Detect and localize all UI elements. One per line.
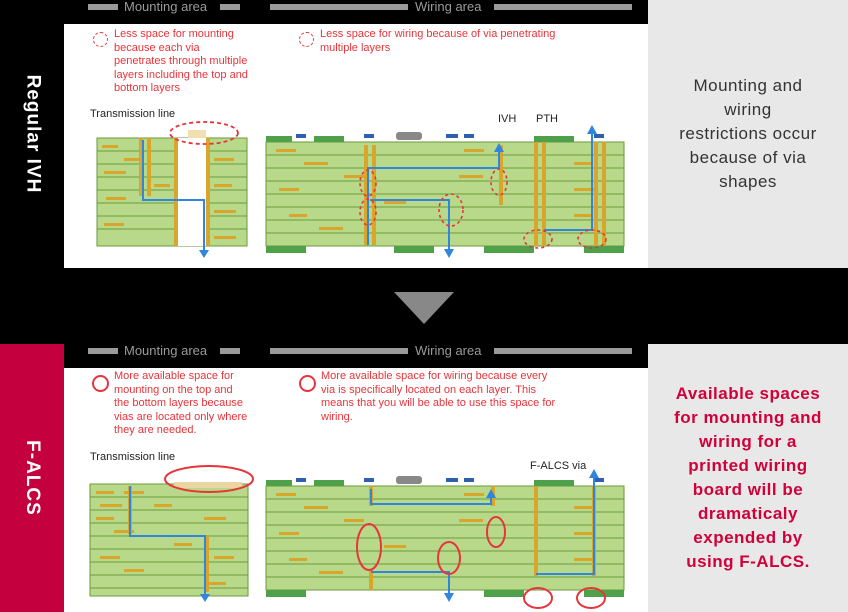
wiring-area-header: Wiring area (415, 0, 482, 14)
ivh-label: IVH (498, 113, 517, 125)
mounting-board (96, 121, 248, 258)
mounting-note: More available space for mounting on the… (114, 370, 248, 436)
header-bar (494, 4, 632, 10)
section-label-regular-ivh: Regular IVH (0, 0, 64, 268)
area-header: Mounting area Wiring area (64, 0, 648, 24)
f-alcs-cross-section (89, 465, 625, 609)
section-label-f-alcs: F-ALCS (0, 344, 64, 612)
header-bar (88, 4, 118, 10)
header-bar (88, 348, 118, 354)
wiring-area-header: Wiring area (415, 343, 482, 358)
area-header: Mounting area Wiring area (64, 343, 648, 368)
transmission-line-label: Transmission line (90, 108, 176, 120)
solid-circle-icon (299, 375, 316, 392)
mounting-note: Less space for mounting because each via… (114, 28, 248, 94)
header-bar (220, 348, 240, 354)
wiring-board (265, 469, 625, 609)
side-label: Regular IVH (22, 74, 44, 194)
f-alcs-panel: Mounting area Wiring area More available… (64, 343, 648, 612)
mounting-board (89, 465, 254, 602)
wiring-board (265, 125, 625, 258)
transmission-line-label: Transmission line (90, 451, 176, 463)
side-label: F-ALCS (22, 440, 43, 516)
solid-circle-icon (92, 375, 109, 392)
pth-label: PTH (536, 113, 558, 125)
f-alcs-via-label: F-ALCS via (530, 460, 587, 472)
header-bar (220, 4, 240, 10)
header-bar (494, 348, 632, 354)
mounting-area-header: Mounting area (124, 343, 208, 358)
wiring-note: More available space for wiring because … (321, 370, 556, 423)
header-bar (270, 4, 408, 10)
header-bar (270, 348, 408, 354)
wiring-note: Less space for wiring because of via pen… (320, 28, 556, 54)
down-arrow-icon (394, 292, 454, 324)
dashed-circle-icon (93, 32, 108, 47)
f-alcs-description: Available spaces for mounting and wiring… (648, 344, 848, 612)
regular-ivh-panel: Mounting area Wiring area Less space for… (64, 0, 648, 268)
mounting-area-header: Mounting area (124, 0, 208, 14)
dashed-circle-icon (299, 32, 314, 47)
regular-ivh-cross-section (96, 121, 625, 258)
regular-ivh-description: Mounting and wiring restrictions occur b… (648, 0, 848, 268)
